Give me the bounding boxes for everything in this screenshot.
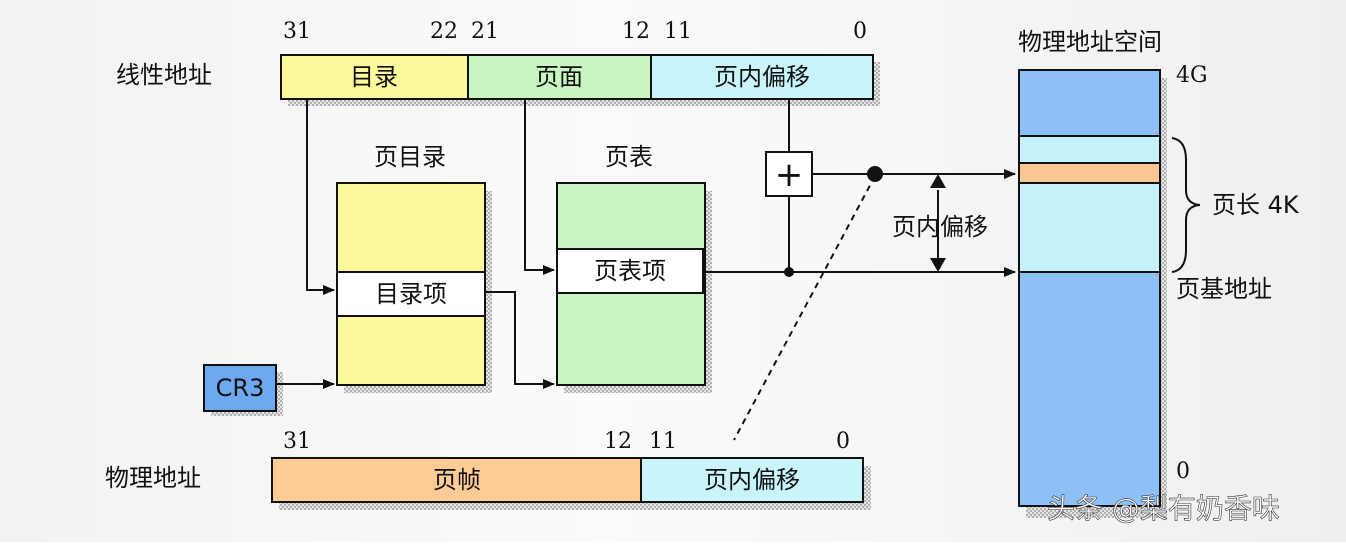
dashed-mapping-line xyxy=(733,175,876,441)
page-base-label: 页基地址 xyxy=(1176,275,1272,303)
bit-12-label: 12 xyxy=(622,19,650,44)
page-table-entry-label: 页表项 xyxy=(594,257,666,285)
directory-index-arrow xyxy=(306,99,335,295)
connector-lines xyxy=(276,99,1016,441)
top-4g-label: 4G xyxy=(1176,63,1208,88)
cr3-label: CR3 xyxy=(216,374,265,402)
addressed-byte xyxy=(1018,162,1161,184)
phys-bit-0-label: 0 xyxy=(836,429,850,454)
bit-21-label: 21 xyxy=(471,19,499,44)
offset-span-arrow-down xyxy=(930,258,946,272)
phys-bit-31-label: 31 xyxy=(283,429,311,454)
page-table-entry-box xyxy=(556,248,704,294)
directory-entry-arrow xyxy=(485,291,555,389)
adder-symbol: + xyxy=(775,155,804,195)
page-size-brace xyxy=(1171,137,1201,273)
page-table-title: 页表 xyxy=(605,143,653,171)
phys-bit-11-label: 11 xyxy=(649,429,677,454)
bottom-0-label: 0 xyxy=(1176,459,1190,484)
page-field-label: 页面 xyxy=(535,63,583,91)
bit-31-label: 31 xyxy=(283,19,311,44)
linear-address-label: 线性地址 xyxy=(116,61,212,89)
bit-22-label: 22 xyxy=(430,19,458,44)
bit-11-label: 11 xyxy=(664,19,692,44)
junction-dot-small xyxy=(784,267,794,277)
physical-page xyxy=(1018,135,1161,273)
frame-field xyxy=(271,457,642,503)
phys-offset-field-label: 页内偏移 xyxy=(704,466,800,494)
directory-entry-label: 目录项 xyxy=(375,280,447,308)
directory-entry-box xyxy=(336,271,486,317)
offset-span-arrow-up xyxy=(930,174,946,188)
physical-address-label: 物理地址 xyxy=(105,464,201,492)
phys-offset-field xyxy=(640,457,864,503)
adder-box xyxy=(765,151,813,197)
offset-field-label: 页内偏移 xyxy=(714,63,810,91)
junction-dot-large xyxy=(867,166,883,182)
frame-field-label: 页帧 xyxy=(433,466,481,494)
cr3-register xyxy=(203,364,277,412)
watermark: 头条 @梨有奶香味 xyxy=(1047,492,1280,525)
directory-field-label: 目录 xyxy=(350,63,398,91)
directory-field xyxy=(280,54,469,100)
bit-0-label: 0 xyxy=(853,19,867,44)
page-directory-title: 页目录 xyxy=(374,143,446,171)
page-field xyxy=(467,54,652,100)
offset-span-label: 页内偏移 xyxy=(892,213,988,241)
page-size-label: 页长 4K xyxy=(1212,191,1300,219)
offset-field xyxy=(650,54,874,100)
phys-bit-12-label: 12 xyxy=(604,429,632,454)
physical-space-title: 物理地址空间 xyxy=(1018,28,1162,56)
table-index-arrow xyxy=(524,99,555,275)
